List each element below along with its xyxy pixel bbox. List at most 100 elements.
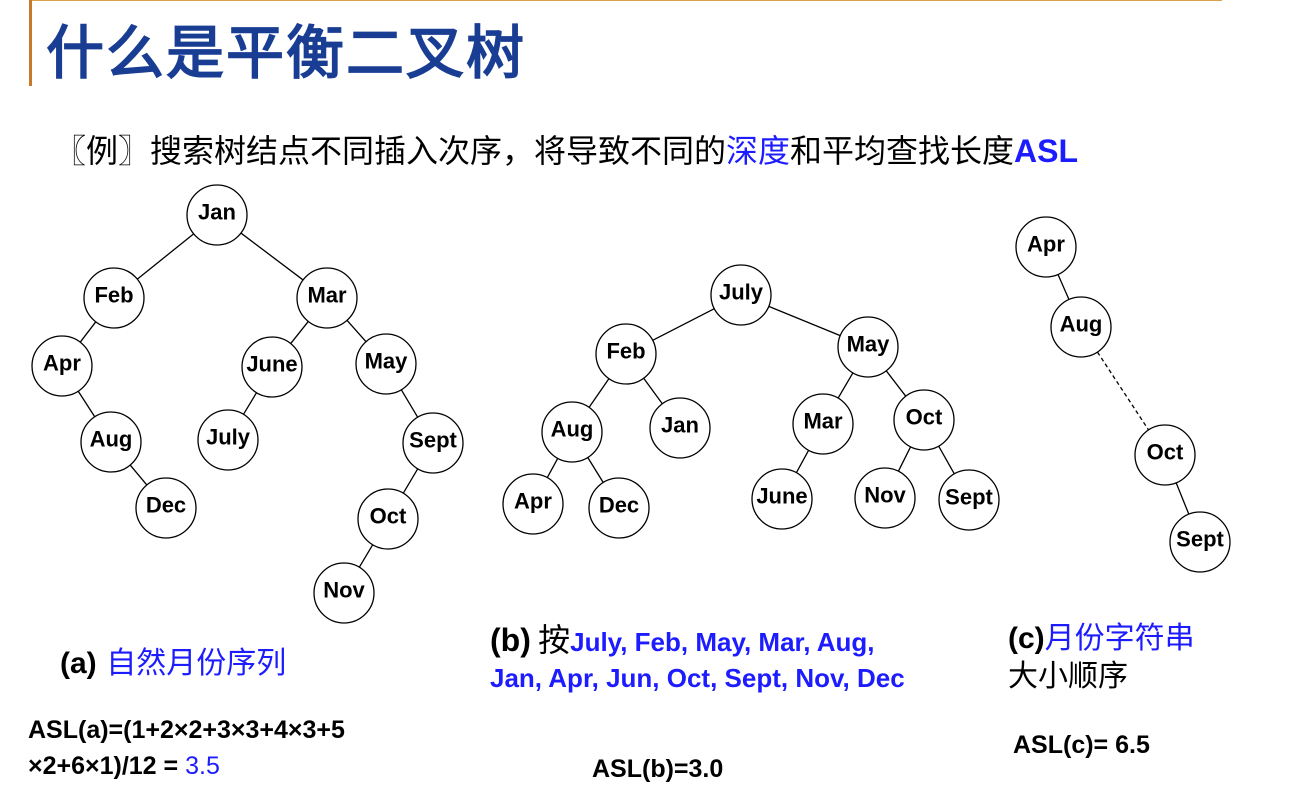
asl-term: ASL — [1014, 133, 1079, 169]
tree-b-node-label: Sept — [945, 485, 993, 510]
tree-b-edge-oct-sept — [938, 445, 955, 475]
tree-b-node-circle — [893, 389, 955, 451]
tree-c-edge-apr-aug — [1057, 274, 1070, 300]
tree-a-node-circle — [313, 562, 375, 624]
tree-a-node-may: May — [355, 333, 417, 395]
tree-b-node-circle — [649, 397, 711, 459]
tree-b-node-sept: Sept — [938, 469, 1000, 531]
tree-a-node-label: July — [206, 425, 251, 450]
tree-a-edge-jan-feb — [136, 233, 195, 280]
depth-term: 深度 — [726, 132, 791, 170]
tree-b-node-july: July — [710, 264, 772, 326]
tree-c-edge-aug-oct — [1096, 351, 1150, 431]
tree-b-node-apr: Apr — [502, 473, 564, 535]
tree-b-edge-mar-june — [795, 450, 810, 473]
caption-c: (c)月份字符串大小顺序 — [1008, 620, 1248, 696]
tree-b-node-dec: Dec — [588, 477, 650, 539]
tree-b-node-label: June — [756, 484, 807, 509]
asl-b: ASL(b)=3.0 — [592, 755, 724, 783]
asl-a-value: 3.5 — [185, 752, 220, 780]
tree-b-node-label: Dec — [599, 493, 639, 518]
tree-c-node-label: Apr — [1027, 232, 1065, 257]
tree-b-node-label: Feb — [606, 339, 645, 364]
tree-a-node-label: Apr — [43, 351, 81, 376]
tree-b-edge-july-feb — [652, 308, 715, 341]
tree-c-edge-oct-sept — [1175, 482, 1190, 515]
asl-a-line2: ×2+6×1)/12 = — [28, 752, 186, 780]
caption-a-label: (a) — [60, 647, 97, 680]
tree-a-node-dec: Dec — [135, 477, 197, 539]
header-rule — [32, 0, 1222, 1]
tree-b-node-label: May — [847, 332, 891, 357]
tree-b-edge-may-mar — [837, 372, 854, 399]
tree-a-node-circle — [83, 267, 145, 329]
tree-b-node-circle — [751, 468, 813, 530]
tree-a-node-oct: Oct — [357, 488, 419, 550]
tree-a-edge-aug-dec — [129, 464, 148, 486]
caption-b-prefix: 按 — [538, 621, 571, 659]
example-statement: 〖例〗搜索树结点不同插入次序，将导致不同的深度和平均查找长度ASL — [54, 126, 1078, 172]
caption-a: (a) 自然月份序列 — [60, 638, 286, 682]
tree-a-edge-sept-oct — [402, 468, 419, 494]
tree-a-node-circle — [31, 335, 93, 397]
tree-b-node-label: Oct — [906, 405, 943, 430]
asl-a-line1: ASL(a)=(1+2×2+3×3+4×3+5 — [28, 716, 345, 744]
tree-c-node-oct: Oct — [1134, 424, 1196, 486]
tree-a-node-label: Jan — [198, 200, 236, 225]
tree-b-edge-feb-aug — [588, 378, 610, 408]
tree-a-node-label: Sept — [409, 428, 457, 453]
tree-b-node-label: July — [719, 280, 764, 305]
tree-a-node-label: Mar — [307, 283, 347, 308]
tree-c-node-apr: Apr — [1015, 216, 1077, 278]
tree-a-node-july: July — [197, 409, 259, 471]
tree-a-node-label: Oct — [370, 504, 407, 529]
tree-b-edge-july-may — [768, 305, 841, 337]
tree-a-edge-oct-nov — [358, 544, 374, 568]
tree-a-node-nov: Nov — [313, 562, 375, 624]
tree-a-node-label: Nov — [323, 578, 365, 603]
tree-a-edge-feb-apr — [79, 321, 97, 343]
tree-c-node-label: Oct — [1147, 440, 1184, 465]
tree-a-node-feb: Feb — [83, 267, 145, 329]
asl-a: ASL(a)=(1+2×2+3×3+4×3+5 ×2+6×1)/12 = 3.5 — [28, 712, 345, 784]
tree-b-node-june: June — [751, 468, 813, 530]
caption-c-label: (c) — [1008, 622, 1045, 655]
tree-a-node-circle — [80, 411, 142, 473]
tree-a-node-label: Aug — [90, 427, 133, 452]
tree-a-node-circle — [357, 488, 419, 550]
tree-a-node-june: June — [241, 336, 303, 398]
tree-a-edge-june-july — [242, 392, 258, 415]
caption-b-label: (b) — [490, 622, 531, 658]
tree-c-node-circle — [1015, 216, 1077, 278]
tree-a-node-circle — [186, 184, 248, 246]
tree-b-edge-oct-nov — [897, 446, 912, 472]
tree-a-node-label: Feb — [94, 283, 133, 308]
tree-a-edge-mar-june — [290, 321, 309, 344]
tree-a-edge-may-sept — [400, 389, 419, 418]
tree-a-node-mar: Mar — [296, 267, 358, 329]
tree-b-node-jan: Jan — [649, 397, 711, 459]
tree-b-edge-may-oct — [885, 370, 907, 397]
caption-a-text: 自然月份序列 — [106, 646, 287, 681]
page-title: 什么是平衡二叉树 — [46, 19, 527, 87]
tree-b-node-circle — [710, 264, 772, 326]
tree-a-node-aug: Aug — [80, 411, 142, 473]
caption-b: (b) 按July, Feb, May, Mar, Aug, Jan, Apr,… — [490, 622, 920, 696]
tree-c-node-aug: Aug — [1050, 296, 1112, 358]
tree-a-node-label: Dec — [146, 493, 186, 518]
tree-b-node-circle — [938, 469, 1000, 531]
tree-a-node-sept: Sept — [402, 412, 464, 474]
tree-c-node-label: Sept — [1176, 527, 1224, 552]
tree-a-node-jan: Jan — [186, 184, 248, 246]
tree-b-node-may: May — [837, 316, 899, 378]
tree-b-edge-feb-jan — [643, 377, 663, 405]
tree-a-node-circle — [296, 267, 358, 329]
tree-a-node-circle — [402, 412, 464, 474]
title-accent-bar — [29, 0, 32, 86]
tree-c-node-circle — [1050, 296, 1112, 358]
caption-b-sequence: July, Feb, May, Mar, Aug, Jan, Apr, Jun,… — [490, 627, 905, 693]
tree-b-node-mar: Mar — [792, 393, 854, 455]
